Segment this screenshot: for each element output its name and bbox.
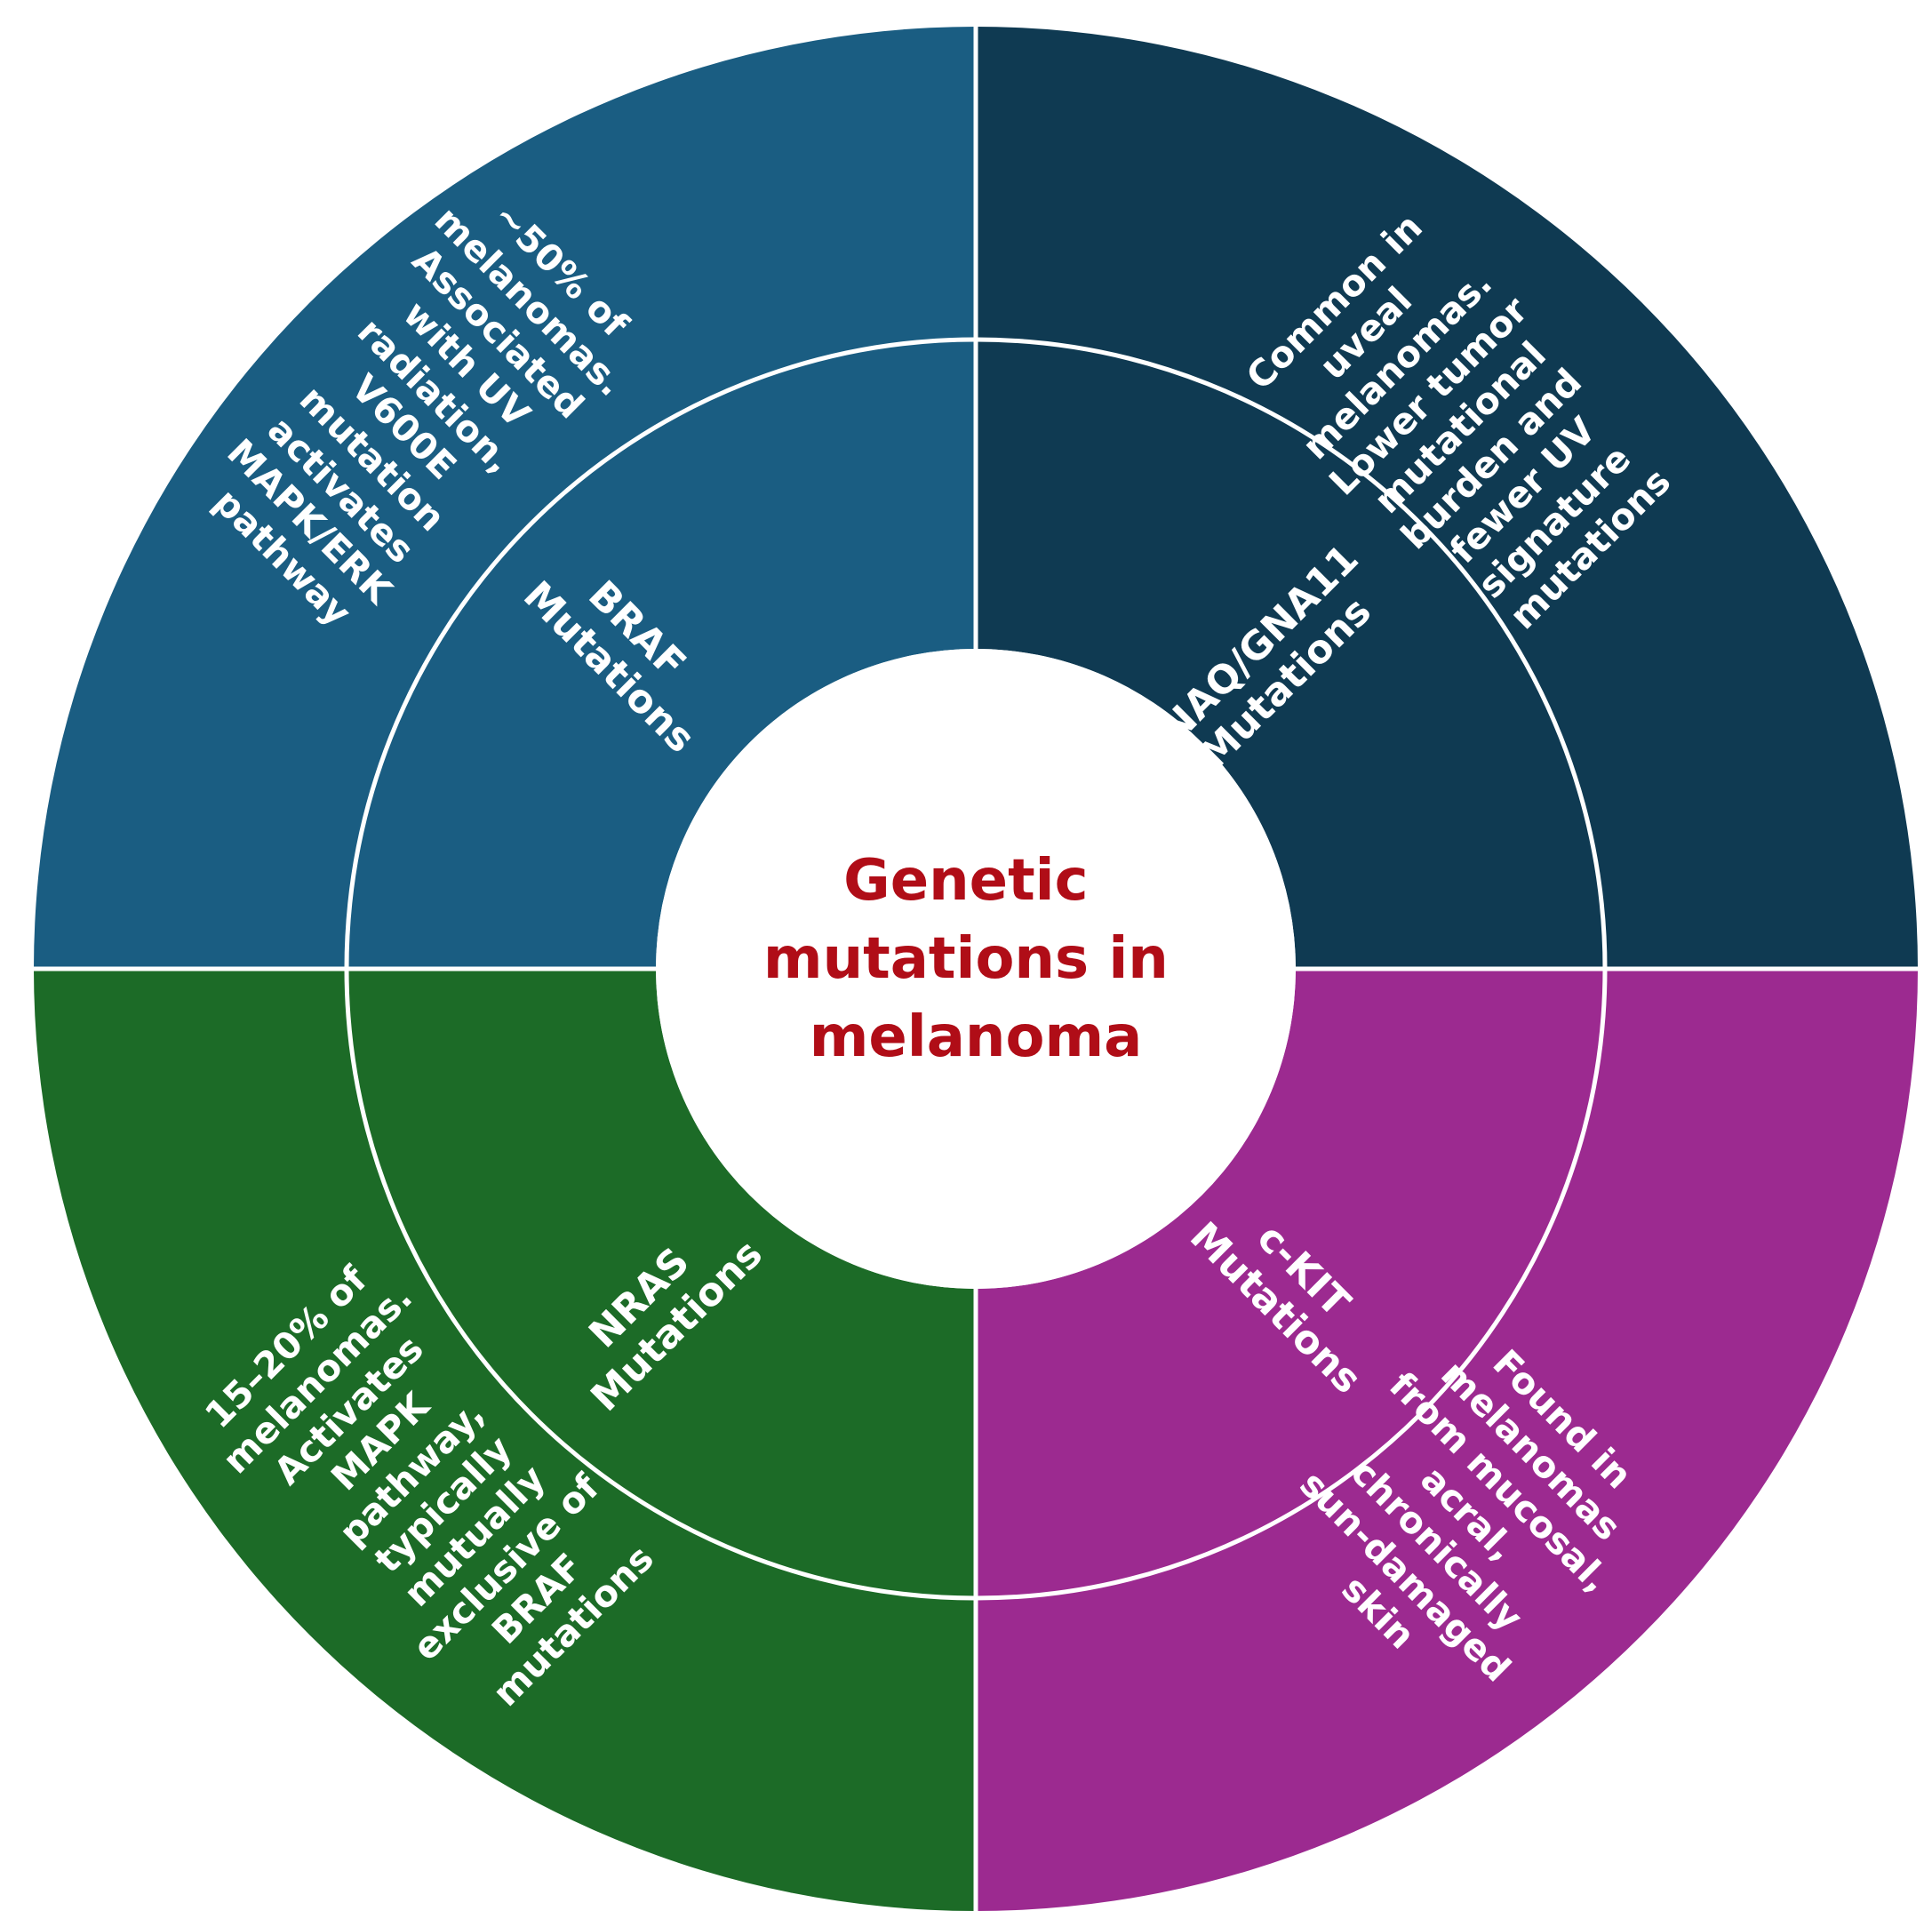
gnaq-gna11-inner-ring-segment [976, 340, 1605, 969]
center-title: Genetic mutations in melanoma [763, 848, 1188, 1070]
center-title-line: mutations in [763, 926, 1169, 992]
braf-outer-ring-segment [34, 27, 976, 969]
center-title-line: Genetic [843, 848, 1088, 914]
gnaq-gna11-outer-ring-segment [976, 27, 1918, 969]
nras-outer-ring-segment [34, 969, 976, 1911]
nras-inner-ring-segment [347, 969, 976, 1598]
ring-separators [30, 23, 1921, 1915]
center-title-line: melanoma [810, 1004, 1143, 1070]
braf-inner-ring-segment [347, 340, 976, 969]
c-kit-inner-ring-segment [976, 969, 1605, 1598]
c-kit-outer-ring-segment [976, 969, 1918, 1911]
c-kit-outer-description: Found in melanomas from mucosal, acral, … [1256, 1294, 1697, 1736]
center-circle [656, 649, 1296, 1289]
nras-outer-description: 15–20% of melanomas. Activates MAPK path… [176, 1228, 681, 1733]
sector-rings [34, 27, 1918, 1911]
